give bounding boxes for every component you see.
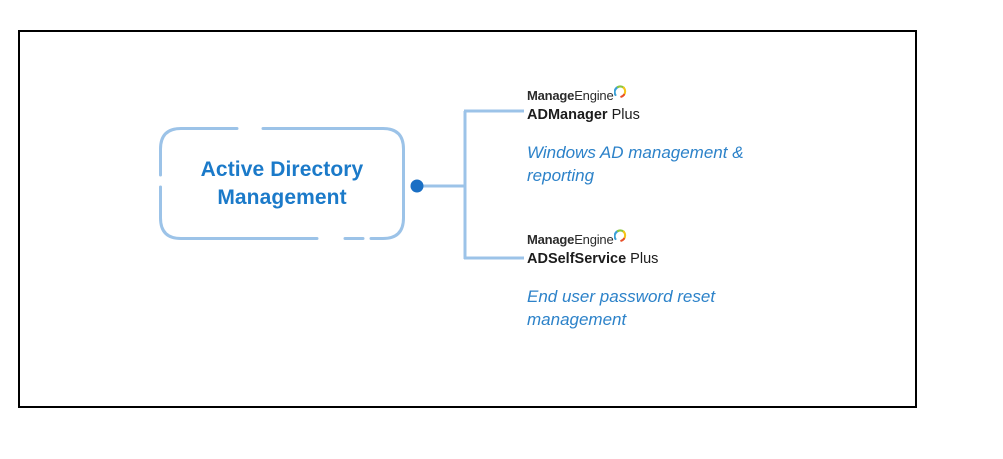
product-adselfservice-plus: ManageEngine ADSelfService Plus End user… — [527, 229, 827, 331]
brand-regular-text: Engine — [574, 88, 614, 103]
manageengine-wordmark: ManageEngine — [527, 88, 614, 103]
manageengine-swirl-icon — [614, 229, 627, 242]
manageengine-swirl-icon — [614, 85, 627, 98]
brand-row: ManageEngine — [527, 229, 827, 248]
product-name-regular: Plus — [611, 107, 640, 123]
product-description: End user password reset management — [527, 287, 716, 329]
root-node-label-line1: Active Directory — [200, 157, 364, 181]
product-name-regular: Plus — [630, 251, 659, 267]
brand-regular-text: Engine — [574, 232, 614, 247]
diagram-frame — [18, 30, 917, 408]
product-name-bold: ADManager — [527, 107, 608, 123]
manageengine-wordmark: ManageEngine — [527, 232, 614, 247]
product-admanager-plus: ManageEngine ADManager Plus Windows AD m… — [527, 85, 827, 187]
root-node: Active Directory Management — [159, 127, 405, 240]
product-name-bold: ADSelfService — [527, 251, 627, 267]
root-node-outline — [159, 127, 405, 240]
root-node-label: Active Directory Management — [159, 127, 405, 240]
product-description: Windows AD management & reporting — [527, 143, 744, 185]
brand-bold-text: Manage — [527, 88, 575, 103]
brand-row: ManageEngine — [527, 85, 827, 104]
product-name: ADSelfService Plus — [527, 250, 827, 268]
brand-bold-text: Manage — [527, 232, 575, 247]
root-node-label-line2: Management — [217, 185, 347, 209]
product-name: ADManager Plus — [527, 106, 827, 124]
